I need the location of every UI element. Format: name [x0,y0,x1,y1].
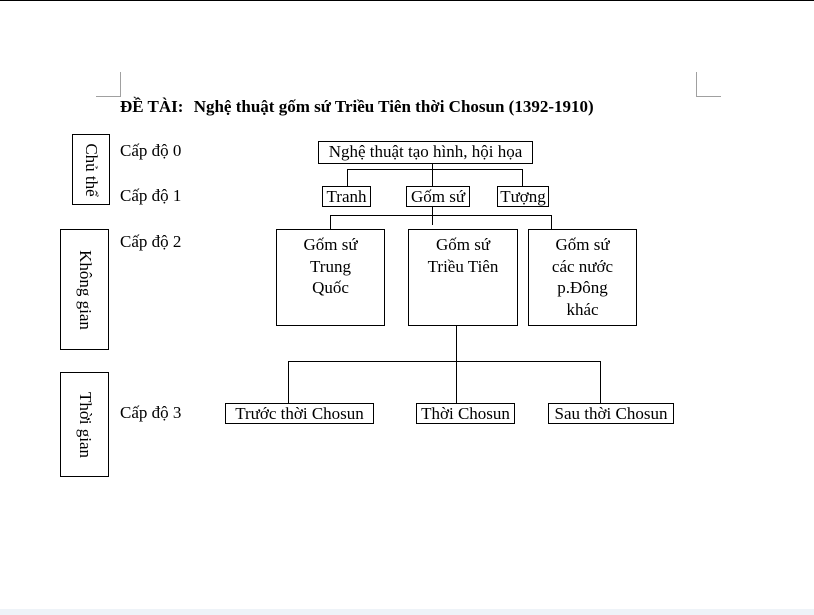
node-level1-sculpture: Tượng [497,186,549,207]
document-title: ĐỀ TÀI: Nghệ thuật gốm sứ Triều Tiên thờ… [120,97,594,117]
side-box-time: Thời gian [60,372,109,477]
node-level1-ceramics: Gốm sứ [406,186,470,207]
connector-line [522,169,523,186]
connector-line [347,169,348,186]
node-text-line: p.Đông [557,278,608,297]
connector-line [600,361,601,403]
node-root: Nghệ thuật tạo hình, hội họa [318,141,533,164]
side-label-subject: Chủ thể [82,142,101,197]
level-label-2: Cấp độ 2 [120,232,182,251]
node-text-line: Triều Tiên [427,256,499,276]
node-level2-china: Gốm sứ Trung Quốc [276,229,385,326]
connector-line [347,169,523,170]
node-text-line: Gốm sứ [555,235,610,254]
connector-line [330,215,552,216]
level-label-3: Cấp độ 3 [120,403,182,422]
connector-line [288,361,289,403]
bottom-band [0,609,814,615]
node-text-line: Trung [310,256,351,276]
page-margin-marker-left [96,72,121,97]
page-margin-marker-right [696,72,721,97]
node-text-line: Gốm sứ [435,235,491,254]
connector-line [456,325,457,405]
side-label-time: Thời gian [75,391,95,458]
node-level1-painting: Tranh [322,186,371,207]
level-label-0: Cấp độ 0 [120,141,182,160]
node-text-line: khác [566,299,599,319]
node-level2-east-others: Gốm sứ các nước p.Đông khác [528,229,637,326]
node-text-line: Gốm sứ [303,235,358,254]
side-box-space: Không gian [60,229,109,350]
node-text-line: các nước [551,256,614,276]
title-prefix: ĐỀ TÀI: [120,97,184,116]
node-level3-after: Sau thời Chosun [548,403,674,424]
side-label-space: Không gian [75,249,95,330]
node-level2-korea: Gốm sứ Triều Tiên [408,229,518,326]
node-text-line: Quốc [312,278,349,297]
connector-line [330,215,331,229]
node-level3-during: Thời Chosun [416,403,515,424]
title-text: Nghệ thuật gốm sứ Triều Tiên thời Chosun… [193,97,594,116]
top-border [0,0,814,1]
level-label-1: Cấp độ 1 [120,186,182,205]
node-level3-before: Trước thời Chosun [225,403,374,424]
connector-line [551,215,552,229]
side-box-subject: Chủ thể [72,134,110,205]
connector-line [288,361,601,362]
